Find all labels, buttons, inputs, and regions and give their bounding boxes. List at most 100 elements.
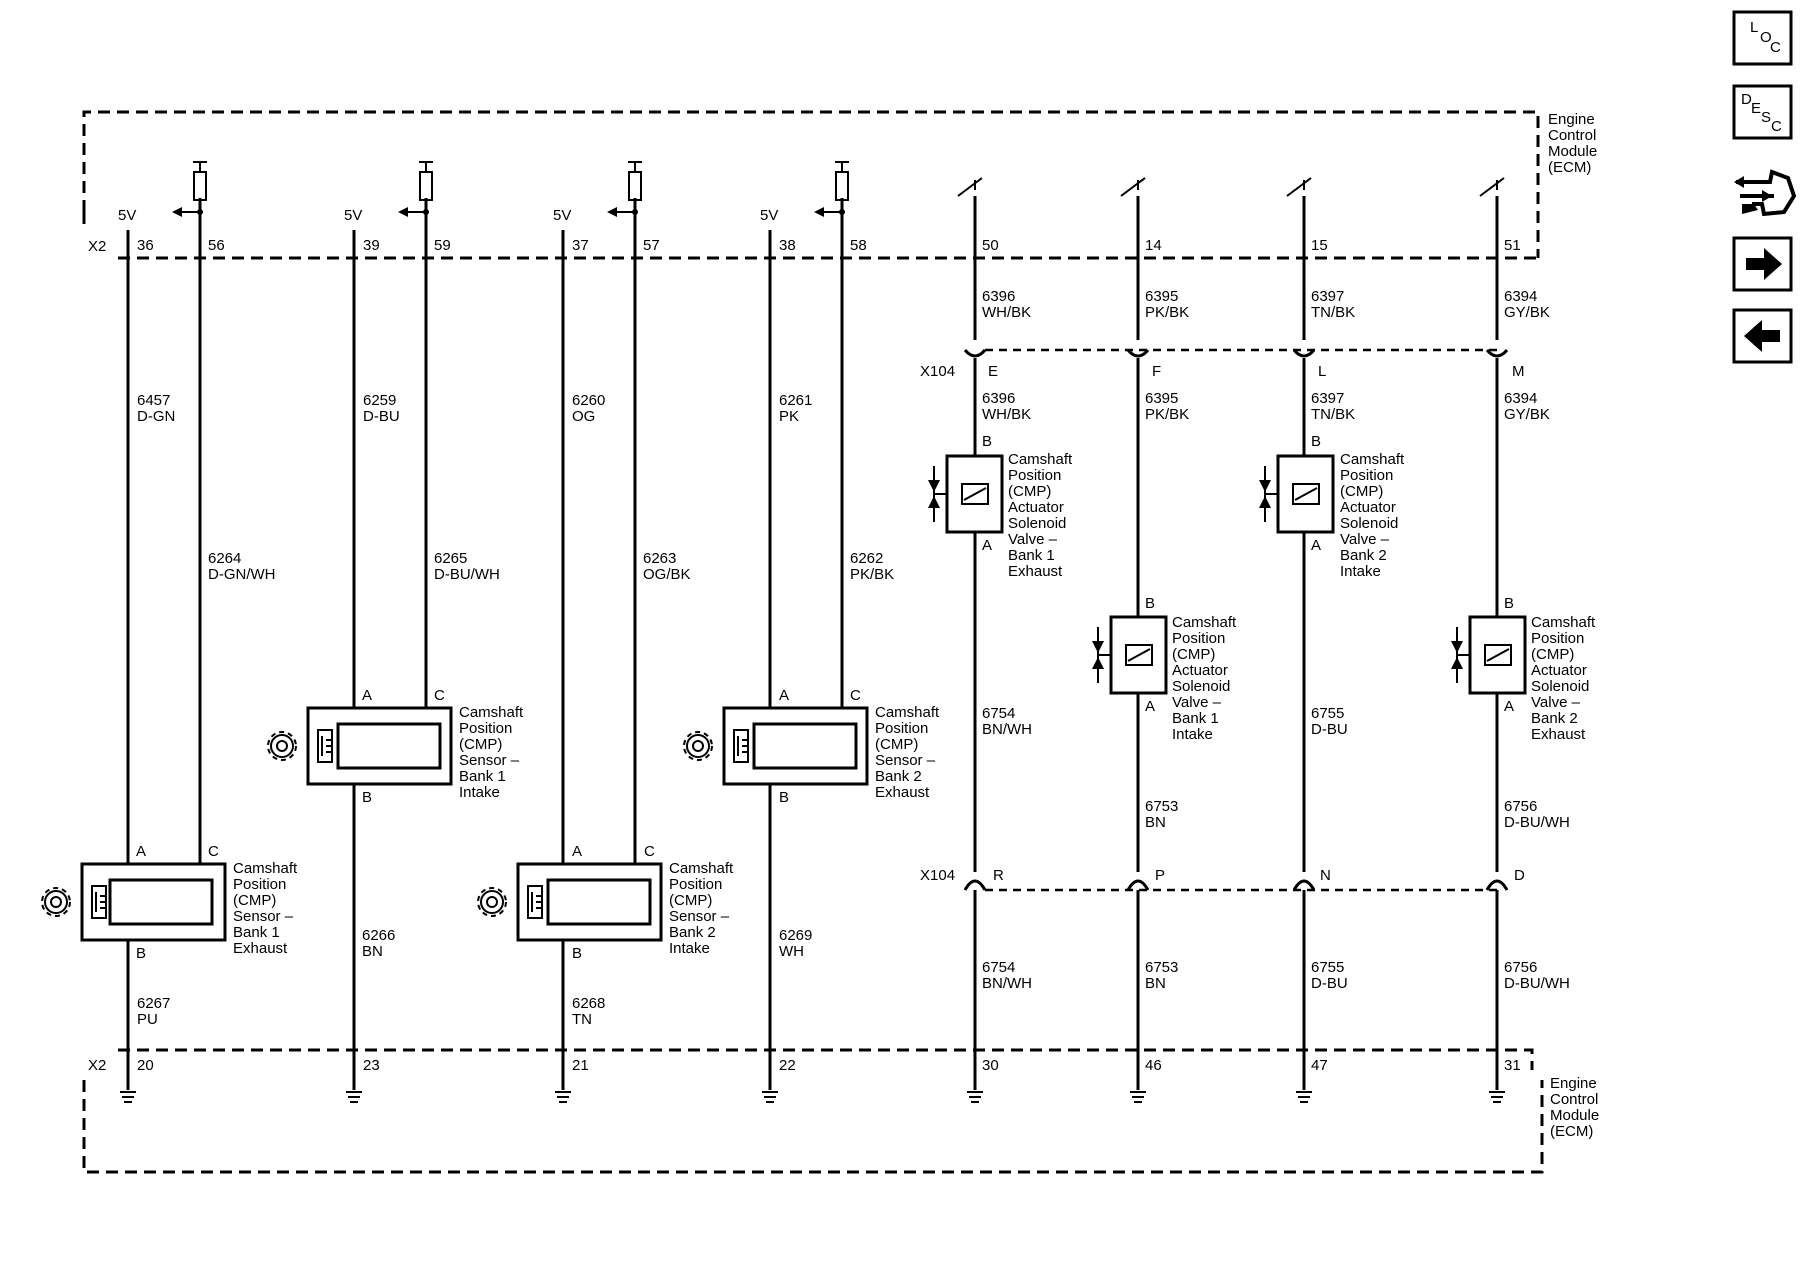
sensor-pin: C (850, 687, 861, 704)
ecm-top-label-line: Control (1548, 127, 1596, 144)
label-line: Bank 2 (669, 924, 716, 941)
circuit-number: 6396 (982, 390, 1015, 407)
connector-view-button[interactable] (1734, 169, 1797, 217)
location-button[interactable]: L O C (1732, 10, 1793, 66)
pin-number: 20 (137, 1057, 154, 1074)
x104-pin: F (1152, 363, 1161, 380)
solenoid-pin: B (1145, 595, 1155, 612)
wire-color: TN/BK (1311, 304, 1355, 321)
ground-icon (967, 1091, 983, 1103)
wire-color: PK/BK (850, 566, 894, 583)
circuit-number: 6267 (137, 995, 170, 1012)
label-line: Valve – (1531, 694, 1581, 711)
pin-number: 37 (572, 237, 589, 254)
description-icon: D E S C (1741, 91, 1782, 135)
circuit-number: 6395 (1145, 390, 1178, 407)
label-line: (CMP) (1008, 483, 1051, 500)
wire-color: BN (1145, 975, 1166, 992)
pin-number: 47 (1311, 1057, 1328, 1074)
sensor-pin: C (208, 843, 219, 860)
pin-number: 59 (434, 237, 451, 254)
cmp-sensor-circuit-bank1-exhaust: 5V 36 56 6457 D-GN 6264 D-GN/WH A C B Ca… (41, 161, 298, 1103)
label-line: (CMP) (875, 736, 918, 753)
pin-number: 58 (850, 237, 867, 254)
circuit-number: 6394 (1504, 288, 1537, 305)
sensor-pin: B (779, 789, 789, 806)
circuit-number: 6259 (363, 392, 396, 409)
circuit-number: 6753 (1145, 959, 1178, 976)
circuit-number: 6397 (1311, 390, 1344, 407)
wire-color: WH (779, 943, 804, 960)
sensor-pin: B (136, 945, 146, 962)
solenoid-label: Camshaft Position (CMP) Actuator Solenoi… (1340, 451, 1405, 580)
wire-color: D-BU (1311, 721, 1348, 738)
ecm-top-label-line: (ECM) (1548, 159, 1591, 176)
x104-connector: X104 X104 (920, 348, 1500, 892)
label-line: Position (1340, 467, 1393, 484)
circuit-number: 6753 (1145, 798, 1178, 815)
circuit-number: 6397 (1311, 288, 1344, 305)
sensor-pin: A (779, 687, 789, 704)
ecm-top-module: Engine Control Module (ECM) X2 (82, 110, 1597, 260)
x104-pin: P (1155, 867, 1165, 884)
circuit-number: 6264 (208, 550, 241, 567)
ground-icon (1130, 1091, 1146, 1103)
pin-number: 30 (982, 1057, 999, 1074)
sensor-pin: C (434, 687, 445, 704)
x104-pin: R (993, 867, 1004, 884)
icon-letter: D (1741, 91, 1752, 108)
pin-number: 36 (137, 237, 154, 254)
solenoid-pin: B (982, 433, 992, 450)
ground-icon (1296, 1091, 1312, 1103)
location-icon: L O C (1750, 19, 1781, 56)
wire-color: PK/BK (1145, 406, 1189, 423)
x104-pin: M (1512, 363, 1525, 380)
label-line: Bank 1 (1008, 547, 1055, 564)
pin-number: 15 (1311, 237, 1328, 254)
description-button[interactable]: D E S C (1732, 84, 1793, 140)
pin-number: 21 (572, 1057, 589, 1074)
pin-number: 46 (1145, 1057, 1162, 1074)
label-line: Sensor – (875, 752, 936, 769)
supply-label: 5V (344, 207, 362, 224)
supply-label: 5V (118, 207, 136, 224)
circuit-number: 6755 (1311, 959, 1344, 976)
label-line: Camshaft (1008, 451, 1073, 468)
wire-color: D-GN (137, 408, 175, 425)
wire-color: OG (572, 408, 595, 425)
ecm-bottom-label-line: Module (1550, 1107, 1599, 1124)
sensor-pin: A (362, 687, 372, 704)
pin-number: 31 (1504, 1057, 1521, 1074)
circuit-number: 6754 (982, 959, 1015, 976)
actuator-solenoid-circuit-bank1-exhaust: 50 6396 WH/BK E 6396 WH/BK B A Camshaft … (928, 177, 1073, 1103)
label-line: Position (1172, 630, 1225, 647)
pin-number: 57 (643, 237, 660, 254)
label-line: (CMP) (1531, 646, 1574, 663)
label-line: Sensor – (459, 752, 520, 769)
solenoid-label: Camshaft Position (CMP) Actuator Solenoi… (1172, 614, 1237, 743)
ground-icon (762, 1091, 778, 1103)
ecm-top-label-line: Module (1548, 143, 1597, 160)
wire-color: PK (779, 408, 799, 425)
label-line: Position (233, 876, 286, 893)
actuator-solenoid-circuit-bank2-intake: 15 6397 TN/BK L 6397 TN/BK B A Camshaft … (1259, 177, 1405, 1103)
label-line: Solenoid (1531, 678, 1589, 695)
circuit-number: 6266 (362, 927, 395, 944)
previous-arrow-icon (1744, 320, 1780, 352)
label-line: Exhaust (233, 940, 288, 957)
label-line: (CMP) (669, 892, 712, 909)
next-button[interactable] (1732, 236, 1793, 292)
icon-letter: O (1760, 29, 1772, 46)
wire-color: D-GN/WH (208, 566, 276, 583)
sensor-label: Camshaft Position (CMP) Sensor – Bank 2 … (669, 860, 734, 957)
connector-x2-top: X2 (88, 238, 106, 255)
solenoid-label: Camshaft Position (CMP) Actuator Solenoi… (1531, 614, 1596, 743)
connector-view-icon (1734, 169, 1797, 217)
ground-icon (555, 1091, 571, 1103)
wire-color: D-BU/WH (1504, 814, 1570, 831)
label-line: Position (875, 720, 928, 737)
sensor-pin: B (362, 789, 372, 806)
x104-pin: E (988, 363, 998, 380)
previous-button[interactable] (1732, 308, 1793, 364)
gear-icon (477, 887, 507, 917)
